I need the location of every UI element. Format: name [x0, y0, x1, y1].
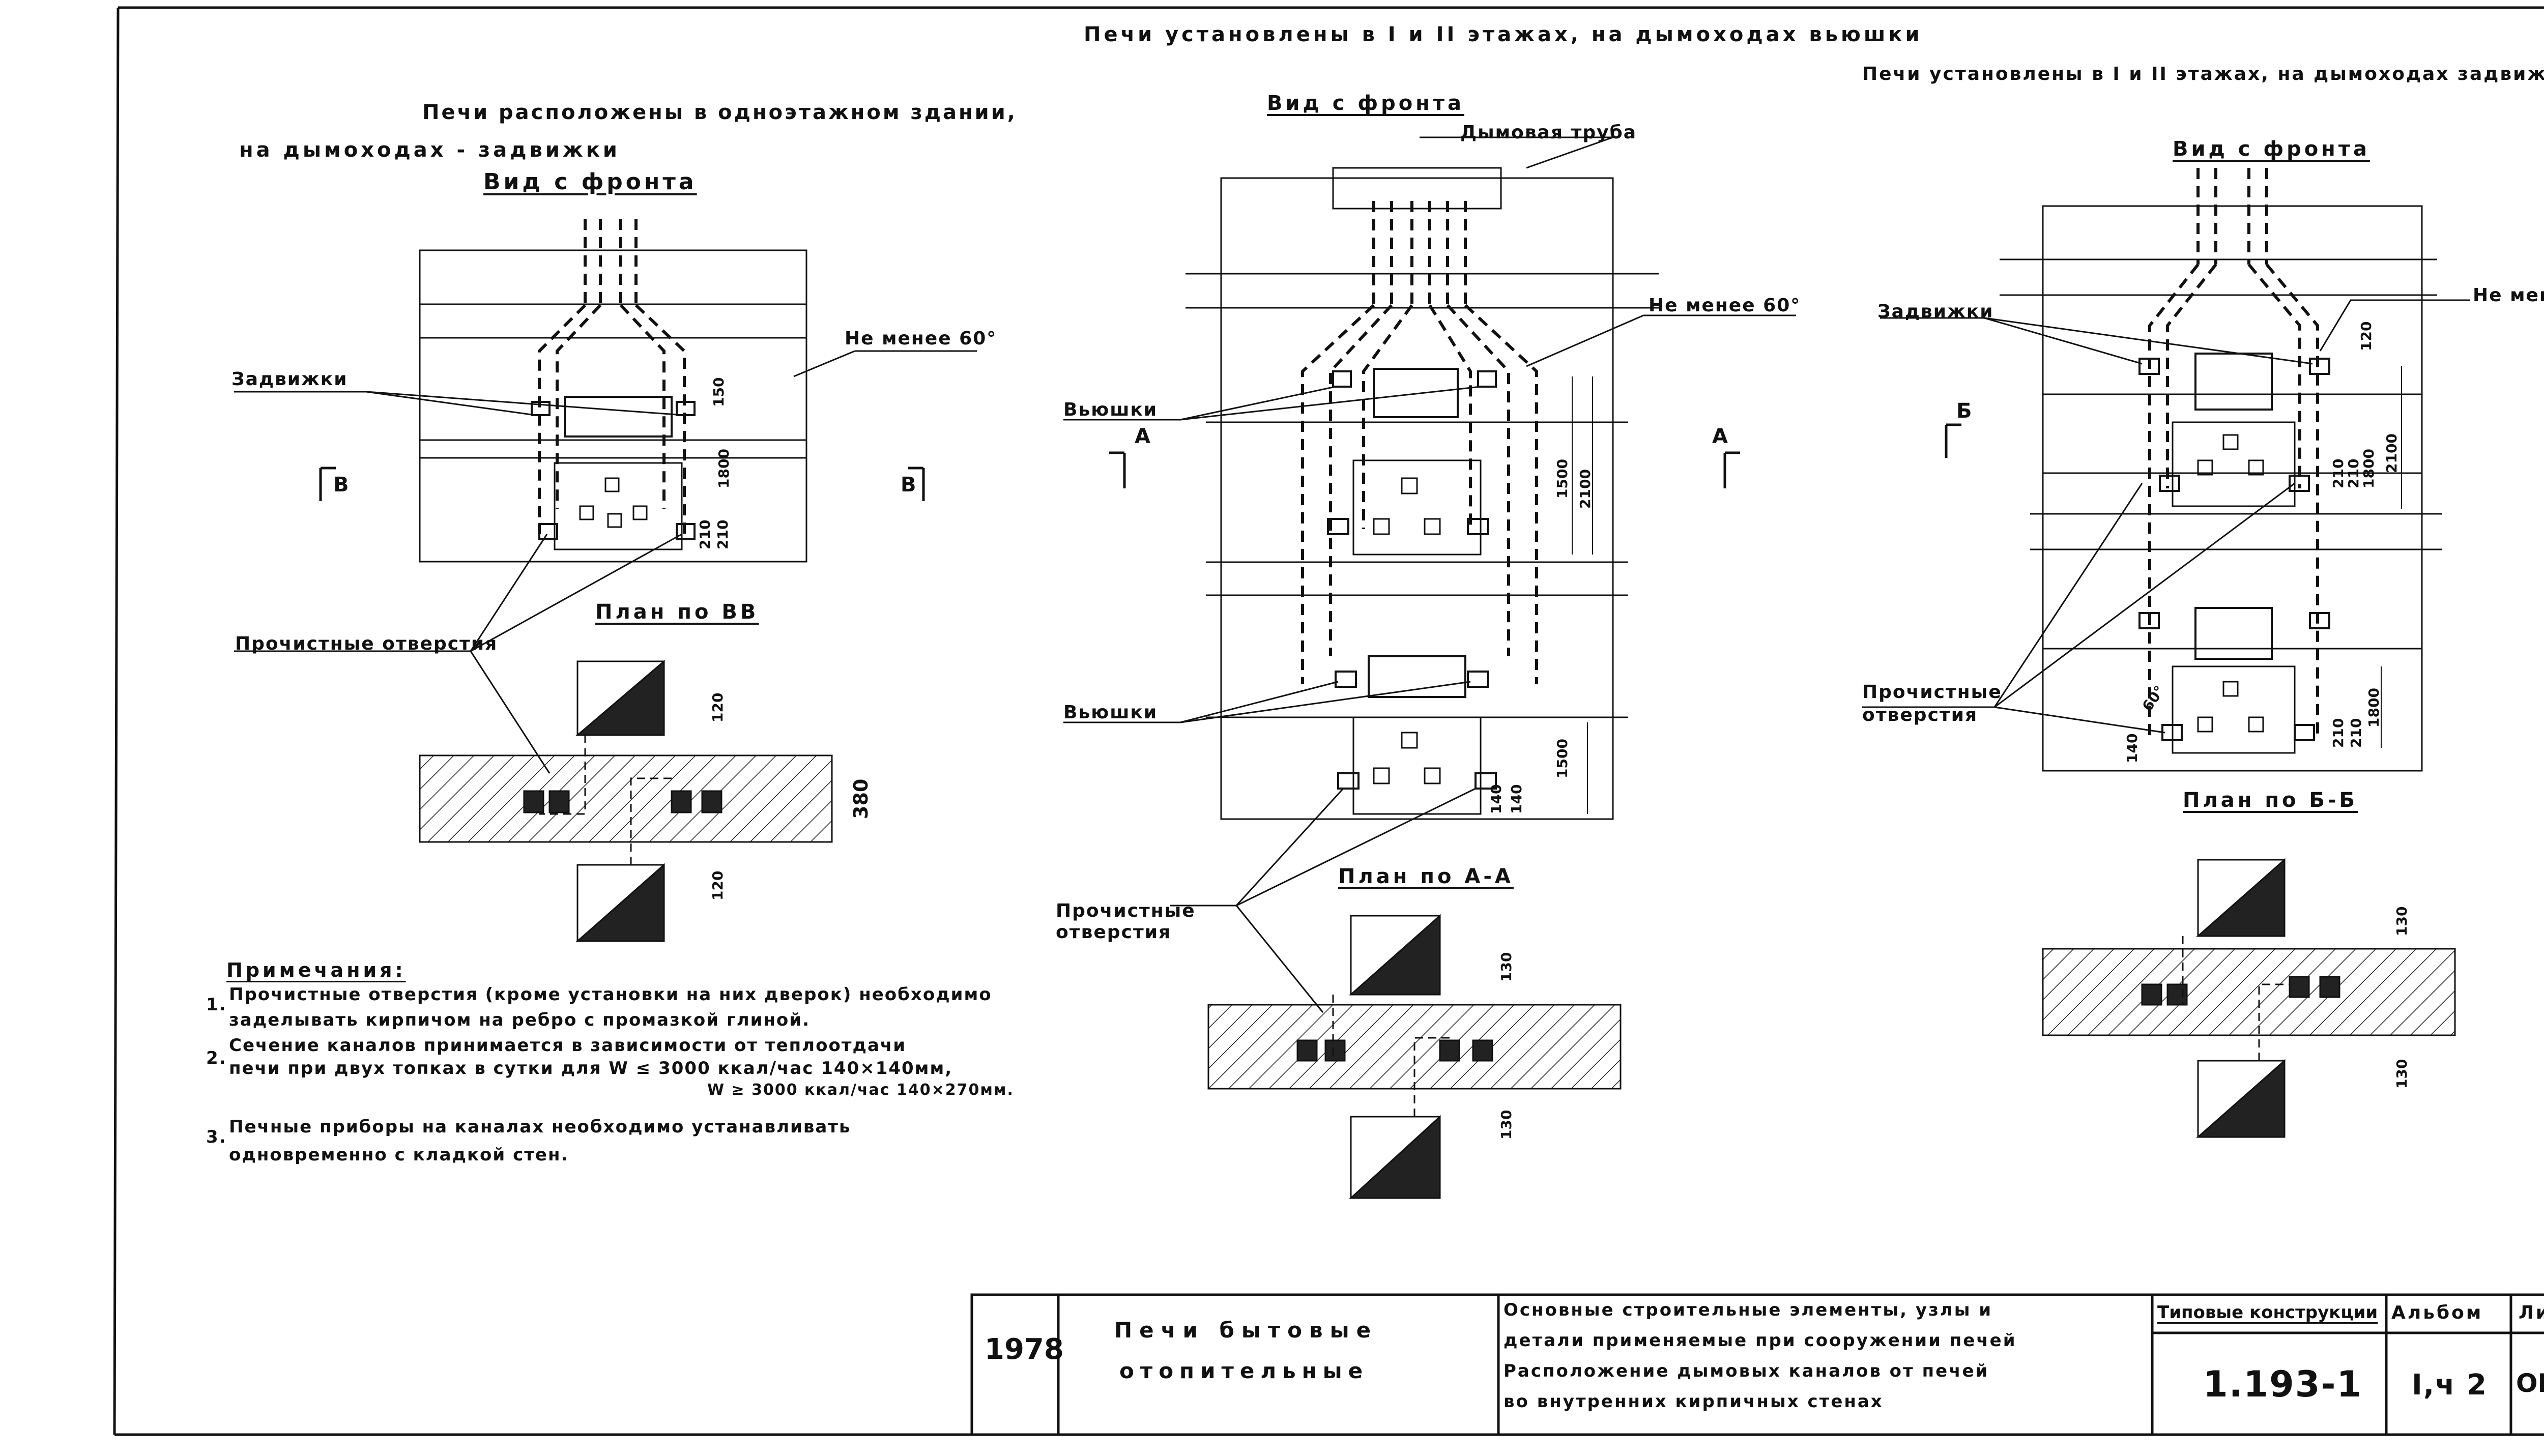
- note-2-line1: Сечение каналов принимается в зависимост…: [229, 1035, 907, 1056]
- dim-120-right: 120: [2358, 322, 2375, 351]
- section-a-left: А: [1135, 425, 1153, 448]
- tb-desc-line3: Расположение дымовых каналов от печей: [1504, 1361, 1989, 1381]
- dim-210-right-c: 210: [2330, 718, 2347, 748]
- cleanout-label-left: Прочистные отверстия: [235, 633, 498, 654]
- note-2-line3: W ≥ 3000 ккал/час 140×270мм.: [707, 1081, 1014, 1099]
- right-section-marks: [1945, 423, 1961, 458]
- dim-1500-center: 1500: [1554, 459, 1571, 499]
- dim-1500-center-b: 1500: [1554, 739, 1571, 778]
- tb-sheet-value: ОВ-8: [2516, 1368, 2544, 1398]
- note-3-num: 3.: [206, 1127, 227, 1147]
- valves-label-right: Задвижки: [1877, 301, 1994, 322]
- left-front-view-title: Вид с фронта: [483, 169, 697, 195]
- section-v-left: В: [333, 473, 352, 497]
- note-1-line1: Прочистные отверстия (кроме установки на…: [229, 984, 992, 1005]
- title-block-frame: [970, 1293, 2544, 1436]
- dim-150-left: 150: [710, 377, 727, 407]
- cleanout-label-center-1: Прочистные: [1056, 900, 1196, 921]
- dim-130-center-a: 130: [1498, 952, 1515, 982]
- tb-album-label: Альбом: [2391, 1302, 2483, 1323]
- tb-sheet-label: Лист: [2519, 1302, 2544, 1323]
- center-plan-title: План по А-А: [1338, 865, 1514, 888]
- angle-60-right: 60°: [2139, 683, 2168, 714]
- min-angle-label-right: Не менее 60°: [2473, 285, 2544, 306]
- center-section-marks: [1109, 451, 1740, 488]
- min-angle-label-center: Не менее 60°: [1649, 295, 1801, 316]
- note-1-line2: заделывать кирпичом на ребро с промазкой…: [229, 1010, 811, 1030]
- tb-desc-line4: во внутренних кирпичных стенах: [1504, 1391, 1884, 1412]
- right-plan-title: План по Б-Б: [2183, 789, 2358, 812]
- dim-130-right-a: 130: [2393, 907, 2410, 936]
- center-top-title: Печи установлены в I и II этажах, на дым…: [1084, 23, 1923, 46]
- dim-120-left-a: 120: [709, 693, 726, 722]
- dim-210-right-b: 210: [2345, 459, 2362, 488]
- section-a-right: А: [1712, 425, 1731, 448]
- tb-album-value: I,ч 2: [2412, 1368, 2488, 1402]
- note-3-line1: Печные приборы на каналах необходимо уст…: [229, 1117, 851, 1137]
- section-b-left: Б: [1956, 399, 1975, 423]
- left-top-title-1: Печи расположены в одноэтажном здании,: [422, 101, 1017, 124]
- dim-210-left-b: 210: [714, 520, 731, 549]
- dim-130-center-b: 130: [1498, 1110, 1515, 1140]
- tb-desc-line2: детали применяемые при сооружении печей: [1504, 1330, 2017, 1351]
- leader-lines: [234, 136, 2470, 1013]
- right-front-view-title: Вид с фронта: [2173, 137, 2370, 161]
- center-plan: [1207, 914, 1622, 1199]
- left-section-marks: [319, 467, 925, 501]
- min-angle-label-left: Не менее 60°: [845, 328, 997, 349]
- center-front-view-title: Вид с фронта: [1267, 92, 1464, 115]
- note-3-line2: одновременно с кладкой стен.: [229, 1145, 569, 1165]
- dimensions: 150 1800 210 210 120 120 380 1500 2100 1…: [697, 322, 2410, 1140]
- tb-year: 1978: [985, 1333, 1064, 1366]
- dim-140-right: 140: [2124, 734, 2141, 763]
- dampers-label-top: Вьюшки: [1063, 399, 1158, 420]
- dim-130-right-b: 130: [2393, 1059, 2410, 1089]
- valves-label-left: Задвижки: [232, 369, 348, 390]
- cleanout-label-right-1: Прочистные: [1862, 682, 2002, 703]
- notes-title: Примечания:: [226, 959, 406, 981]
- dim-1800-right-b: 1800: [2365, 688, 2382, 727]
- right-plan: [2042, 858, 2456, 1138]
- left-top-title-2: на дымоходах - задвижки: [239, 138, 620, 162]
- dim-140-center-b: 140: [1508, 784, 1525, 814]
- note-2-line2: печи при двух топках в сутки для W ≤ 300…: [229, 1058, 953, 1079]
- dim-1800-right: 1800: [2360, 449, 2377, 488]
- left-front-view: [419, 219, 807, 563]
- right-top-title: Печи установлены в I и II этажах, на дым…: [1862, 64, 2544, 84]
- center-front-view: [1186, 167, 1659, 820]
- dim-2100-right: 2100: [2383, 433, 2400, 473]
- section-v-right: В: [901, 473, 919, 497]
- left-plan-title: План по ВВ: [595, 600, 759, 624]
- dim-2100-center: 2100: [1577, 469, 1594, 509]
- note-1-num: 1.: [206, 995, 227, 1015]
- dim-120-left-b: 120: [709, 871, 726, 900]
- sheet-border: [113, 6, 2544, 1436]
- tb-series-label: Типовые конструкции: [2157, 1302, 2378, 1323]
- dim-1800-left: 1800: [715, 449, 732, 488]
- tb-desc-line1: Основные строительные элементы, узлы и: [1504, 1300, 1993, 1320]
- tb-series-value: 1.193-1: [2203, 1363, 2363, 1405]
- note-2-num: 2.: [206, 1048, 227, 1068]
- tb-name-line2: отопительные: [1119, 1358, 1369, 1383]
- dim-380: 380: [850, 779, 872, 819]
- dampers-label-bottom: Вьюшки: [1063, 702, 1158, 723]
- tb-name-line1: Печи бытовые: [1114, 1318, 1378, 1343]
- left-plan: [419, 659, 833, 942]
- cleanout-label-right-2: отверстия: [1862, 705, 1978, 725]
- chimney-label: Дымовая труба: [1460, 122, 1637, 143]
- dim-210-right-d: 210: [2348, 718, 2364, 748]
- cleanout-label-center-2: отверстия: [1056, 922, 1172, 943]
- dim-210-right: 210: [2330, 459, 2347, 488]
- dim-140-center: 140: [1488, 784, 1505, 814]
- dim-210-left: 210: [697, 520, 713, 549]
